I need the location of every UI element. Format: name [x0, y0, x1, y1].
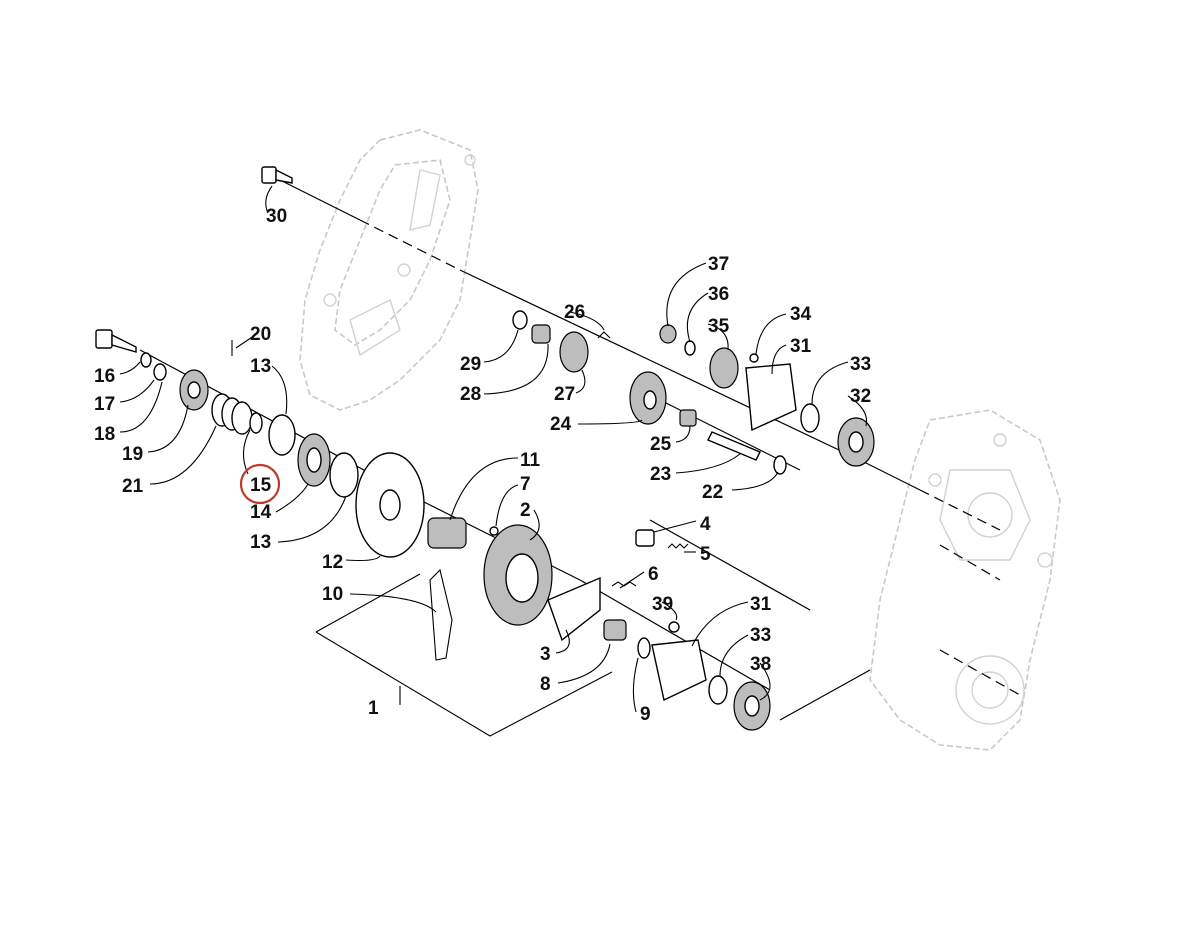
part-22-washer [773, 455, 787, 475]
part-37-nut [659, 324, 677, 344]
label-14: 14 [250, 502, 272, 523]
part-26-pin [597, 331, 611, 339]
label-18: 18 [94, 424, 115, 445]
part-14-bearing [297, 433, 331, 487]
part-25-bushing [679, 409, 697, 427]
label-10: 10 [322, 584, 343, 605]
label-4: 4 [700, 514, 711, 535]
label-35: 35 [708, 316, 730, 337]
part-13-washer-b [329, 452, 359, 498]
label-13-b: 13 [250, 532, 271, 553]
label-8: 8 [540, 674, 551, 695]
part-12-sprocket [355, 452, 425, 558]
part-24-gear [629, 371, 667, 425]
part-21-spring [211, 393, 253, 435]
leader-lines [119, 185, 868, 713]
part-19-cap [179, 369, 209, 411]
parts [95, 166, 875, 731]
label-27: 27 [554, 384, 575, 405]
part-2-gear [483, 524, 553, 626]
label-38: 38 [750, 654, 771, 675]
part-16-bolt [95, 329, 137, 353]
part-10-chain [429, 568, 453, 661]
label-32: 32 [850, 386, 871, 407]
highlight-ring [239, 463, 281, 505]
label-37: 37 [708, 254, 729, 275]
label-30: 30 [266, 206, 287, 227]
part-15-clip [249, 412, 263, 434]
label-12: 12 [322, 552, 343, 573]
kit-bracket [315, 573, 613, 737]
part-17-washer [140, 352, 152, 368]
part-labels: 1 2 3 4 5 6 7 8 9 10 11 12 13 13 14 15 1… [94, 206, 871, 725]
label-6: 6 [648, 564, 659, 585]
label-31-a: 31 [790, 336, 812, 357]
part-35-gear [709, 347, 739, 389]
part-39-nut [668, 621, 680, 633]
label-33-b: 33 [750, 625, 771, 646]
part-23-shaft [707, 431, 761, 461]
part-13-washer-a [268, 414, 296, 456]
label-20: 20 [250, 324, 271, 345]
label-5: 5 [700, 544, 711, 565]
part-6-spring [611, 581, 637, 587]
label-17: 17 [94, 394, 115, 415]
label-11: 11 [520, 450, 541, 471]
label-39: 39 [652, 594, 673, 615]
part-29-washer [512, 310, 528, 330]
part-27-gear [559, 331, 589, 373]
label-34: 34 [790, 304, 812, 325]
label-24: 24 [550, 414, 572, 435]
part-7-ball [489, 526, 499, 536]
label-9: 9 [640, 704, 651, 725]
chaincase-cover-ghost [299, 129, 479, 411]
label-29: 29 [460, 354, 481, 375]
label-3: 3 [540, 644, 551, 665]
label-28: 28 [460, 384, 481, 405]
label-15: 15 [250, 475, 272, 496]
part-30-bolt [261, 166, 293, 184]
label-26: 26 [564, 302, 585, 323]
part-32-bearing [837, 417, 875, 467]
label-25: 25 [650, 434, 672, 455]
part-5-spring [667, 543, 689, 549]
part-33-oring-a [800, 403, 820, 433]
label-36: 36 [708, 284, 729, 305]
label-31-b: 31 [750, 594, 772, 615]
label-23: 23 [650, 464, 671, 485]
label-33-a: 33 [850, 354, 871, 375]
part-3-plate [547, 576, 601, 642]
part-38-bearing [733, 681, 771, 731]
label-19: 19 [122, 444, 143, 465]
part-31-flange-b [651, 639, 707, 702]
part-4-pin [635, 529, 655, 547]
label-22: 22 [702, 482, 723, 503]
chaincase-housing-ghost [869, 409, 1061, 751]
part-11-hub [427, 517, 467, 549]
part-8-bushing [603, 619, 627, 641]
label-16: 16 [94, 366, 115, 387]
label-7: 7 [520, 474, 531, 495]
part-33-oring-b [708, 675, 728, 705]
part-9-washer [637, 637, 651, 659]
part-28-bearing [531, 324, 551, 344]
label-21: 21 [122, 476, 144, 497]
part-36-washer [684, 340, 696, 356]
assembly-axes [139, 179, 1021, 721]
label-2: 2 [520, 500, 531, 521]
part-31-flange-a [745, 363, 797, 432]
part-18-washer [153, 363, 167, 381]
part-34-nut [749, 353, 759, 363]
label-1: 1 [368, 698, 379, 719]
label-13-a: 13 [250, 356, 271, 377]
